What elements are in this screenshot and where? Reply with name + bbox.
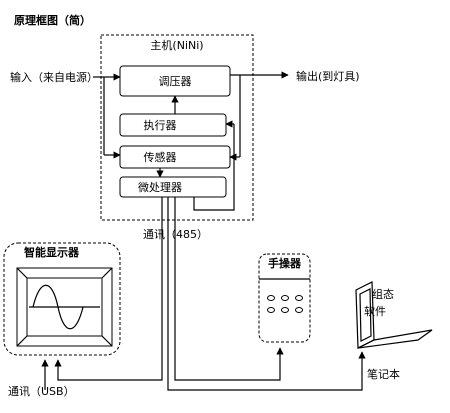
laptop-label: 笔记本 [367, 367, 400, 381]
comm-line-to-display [54, 197, 163, 381]
host-frame [100, 34, 254, 221]
input-label: 输入（来自电源） [10, 70, 98, 84]
diagram-title: 原理框图（简） [14, 13, 91, 27]
handheld-device [258, 253, 311, 343]
handheld-label: 手操器 [268, 256, 302, 270]
display-corner-br [101, 335, 113, 347]
host-label: 主机(NiNi) [150, 38, 203, 52]
comm-usb-label: 通讯（USB） [8, 385, 75, 398]
software-label-line2: 软件 [364, 304, 386, 318]
laptop-icon [355, 281, 433, 349]
sensor-label: 传感器 [144, 151, 177, 164]
software-label-line1: 组态 [372, 287, 394, 301]
comm-line-to-laptop [167, 197, 366, 391]
comm-line-to-handheld [174, 197, 284, 381]
sine-wave-icon [32, 284, 84, 330]
output-label: 输出(到灯具) [296, 69, 360, 83]
display-corner-tl [16, 267, 28, 279]
mcu-label: 微处理器 [138, 180, 182, 194]
mcu-block [119, 176, 227, 198]
handheld-keypad [267, 295, 303, 313]
display-corner-bl [16, 335, 28, 347]
smart-display-frame [3, 242, 121, 356]
display-corner-tr [101, 267, 113, 279]
actuator-label: 执行器 [144, 118, 177, 132]
regulator-label: 调压器 [159, 75, 192, 88]
smart-display-label: 智能显示器 [24, 245, 80, 259]
mcu-to-actuator-loop [193, 124, 235, 211]
